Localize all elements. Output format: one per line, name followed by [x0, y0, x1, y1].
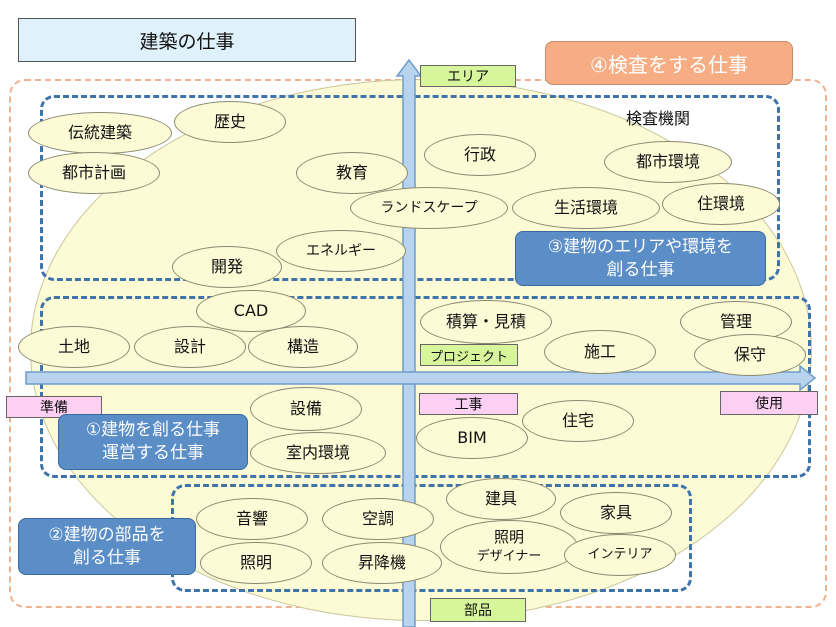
job-administration: 行政: [424, 134, 536, 176]
inspection-work-label: ④検査をする仕事: [545, 41, 793, 85]
job-fittings: 建具: [446, 478, 556, 520]
job-development: 開発: [172, 246, 282, 288]
area-environment-label-line2: 創る仕事: [606, 259, 675, 280]
horizontal-axis-arrow: [25, 364, 817, 392]
job-cost-estimation: 積算・見積: [420, 300, 552, 344]
job-history: 歴史: [174, 101, 286, 143]
job-education: 教育: [296, 152, 408, 194]
inspection-agency-text: 検査機関: [626, 109, 691, 128]
axis-label-prep: 準備: [6, 396, 102, 418]
axis-label-area: エリア: [420, 65, 516, 87]
job-housing: 住宅: [522, 400, 634, 442]
job-residential-environment: 住環境: [662, 183, 780, 225]
build-manage-group: [40, 296, 811, 478]
job-lighting-designer: 照明 デザイナー: [440, 520, 578, 574]
job-urban-environment: 都市環境: [604, 141, 732, 183]
job-air-conditioning: 空調: [322, 498, 434, 540]
area-environment-work-label: ③建物のエリアや環境を 創る仕事: [515, 231, 766, 286]
parts-label-line1: ②建物の部品を: [48, 524, 166, 545]
lighting-designer-line2: デザイナー: [476, 549, 542, 564]
job-equipment: 設備: [250, 387, 362, 431]
lighting-designer-line1: 照明: [493, 528, 524, 546]
build-manage-label-line1: ①建物を創る仕事: [85, 420, 221, 440]
axis-label-use: 使用: [720, 391, 818, 415]
job-interior: インテリア: [564, 534, 676, 576]
job-furniture: 家具: [560, 492, 672, 534]
axis-label-project: プロジェクト: [420, 344, 518, 366]
job-landscape: ランドスケープ: [350, 187, 508, 229]
job-urban-planning: 都市計画: [28, 152, 160, 194]
diagram-title: 建築の仕事: [18, 18, 356, 62]
parts-label-line2: 創る仕事: [73, 547, 141, 568]
job-elevator: 昇降機: [322, 542, 442, 584]
job-lighting: 照明: [200, 542, 312, 584]
job-traditional-architecture: 伝統建築: [28, 112, 172, 154]
job-maintenance: 保守: [694, 334, 806, 376]
job-acoustics: 音響: [196, 498, 308, 540]
job-construction-work: 施工: [544, 330, 656, 374]
axis-label-parts: 部品: [430, 598, 526, 622]
vertical-axis-arrow: [395, 58, 423, 627]
build-manage-label-line2: 運営する仕事: [102, 443, 204, 463]
job-living-environment: 生活環境: [512, 187, 660, 229]
job-energy: エネルギー: [276, 230, 406, 272]
job-bim: BIM: [416, 417, 528, 459]
axis-label-construction: 工事: [419, 393, 518, 415]
job-design: 設計: [134, 326, 246, 368]
job-interior-environment: 室内環境: [250, 432, 386, 474]
job-structure: 構造: [248, 326, 358, 368]
build-manage-work-label: ①建物を創る仕事 運営する仕事: [58, 414, 248, 470]
job-cad: CAD: [196, 290, 306, 332]
job-land: 土地: [18, 326, 130, 368]
area-environment-label-line1: ③建物のエリアや環境を: [547, 236, 734, 257]
parts-work-label: ②建物の部品を 創る仕事: [18, 518, 196, 575]
